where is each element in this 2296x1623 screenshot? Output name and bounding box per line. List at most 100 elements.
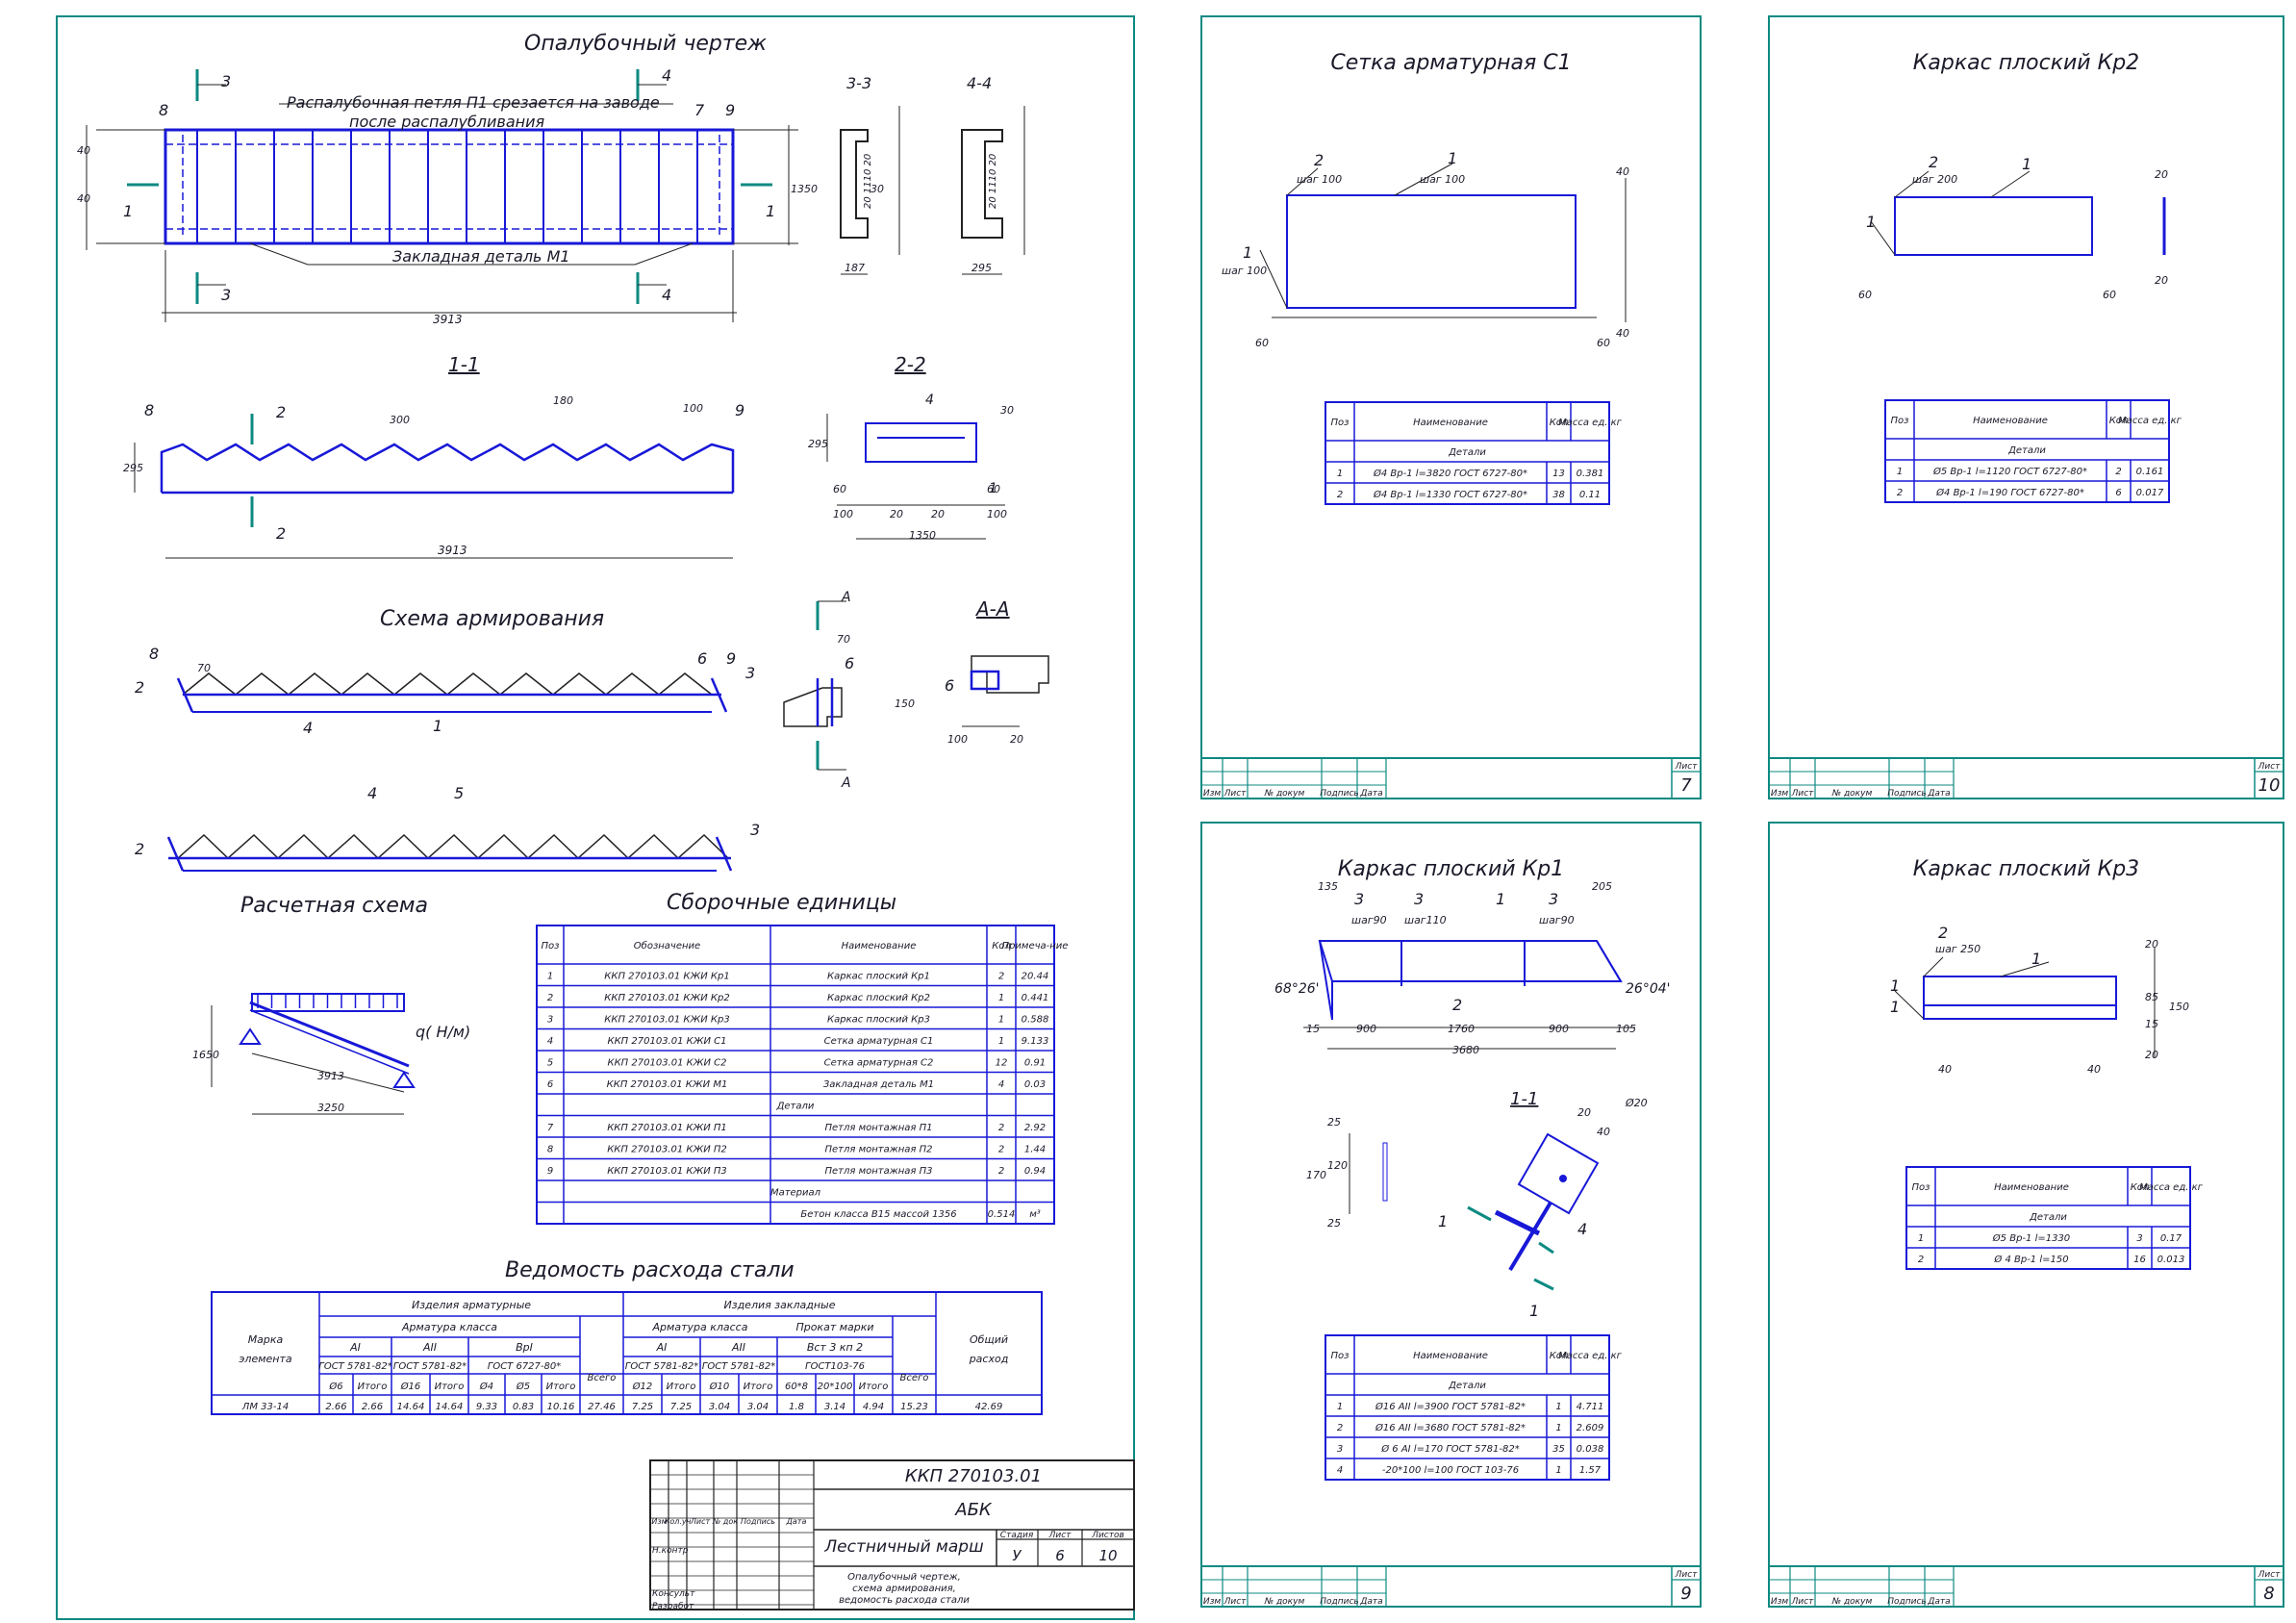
- kr1-dim-3680: 3680: [1452, 1044, 1479, 1056]
- steel-value: 10.16: [547, 1402, 575, 1412]
- table-cell: 0.013: [2157, 1255, 2185, 1265]
- kr1-angle-1: 68°26': [1274, 981, 1319, 997]
- dim-2-2-100b: 100: [987, 508, 1007, 520]
- steel-g3: ГОСТ 6727-80*: [488, 1361, 562, 1372]
- steel-value: 2.66: [325, 1402, 346, 1412]
- stamp-name: Лестничный марш: [823, 1537, 983, 1557]
- plan-dim-40b: 40: [77, 144, 90, 157]
- steel-c-aii2: AII: [731, 1341, 745, 1354]
- kr3-dim-20: 20: [2145, 938, 2158, 951]
- steel-sub: Итого: [435, 1382, 465, 1392]
- section-1-1-drawing: [134, 414, 735, 559]
- small-sheet-frame: [1768, 15, 2284, 799]
- kr2-mark-1-left: 1: [1866, 213, 1876, 231]
- section-1-1-title: 1-1: [448, 353, 480, 376]
- table-cell: 4: [547, 1036, 553, 1047]
- kr1-dim-15: 15: [1306, 1023, 1320, 1035]
- steel-value: 1.8: [789, 1402, 804, 1412]
- plan-width: 1350: [791, 183, 818, 195]
- reinf2-mark-5: 5: [454, 784, 464, 802]
- table-border: [1325, 401, 1610, 505]
- table-cell: Наименование: [1973, 416, 2048, 426]
- table-cell: 1: [1337, 1402, 1343, 1412]
- small-stamp-col: Лист: [1791, 789, 1815, 799]
- calc-scheme: [211, 993, 416, 1115]
- stair-profile: [160, 443, 735, 493]
- kr1-drawing: [1303, 940, 1635, 1291]
- table-cell: 4: [998, 1079, 1004, 1090]
- table-cell: Поз: [1891, 416, 1909, 426]
- calc-dim-1650: 1650: [192, 1049, 219, 1061]
- stamp-sheet-h: Лист: [1048, 1531, 1072, 1540]
- formwork-title: Опалубочный чертеж: [524, 32, 767, 56]
- mark-3-top: 3: [221, 72, 231, 90]
- reinf-zigzag-2: [177, 833, 729, 860]
- stamp-razrab: Разработ: [652, 1602, 694, 1611]
- steel-g5: ГОСТ 5781-82*: [702, 1361, 776, 1372]
- table-cell: 1: [998, 1014, 1004, 1025]
- table-cell: 2: [998, 971, 1004, 981]
- reinf-mark-4: 4: [303, 719, 313, 737]
- kr1-dim-135: 135: [1318, 880, 1338, 893]
- table-section: Детали: [776, 1101, 815, 1111]
- c1-dim-40b: 40: [1616, 327, 1629, 340]
- kr1-dim-170: 170: [1306, 1169, 1326, 1181]
- small-stamp-number: 8: [2263, 1584, 2274, 1604]
- table-cell: Поз: [1331, 1351, 1350, 1361]
- kr3-dim-15: 15: [2145, 1018, 2158, 1030]
- table-cell: 0.588: [1022, 1014, 1049, 1025]
- table-cell: 2: [998, 1166, 1004, 1177]
- stamp-code: ККП 270103.01: [905, 1466, 1042, 1486]
- table-cell: Ø4 Вр-1 l=190 ГОСТ 6727-80*: [1935, 487, 2084, 498]
- steel-sub: Ø4: [479, 1381, 493, 1392]
- steel-value: 14.64: [397, 1402, 425, 1412]
- reinf2-mark-2: 2: [135, 840, 144, 858]
- kr3-dim-40b: 40: [2087, 1063, 2101, 1076]
- kr1-pitch-1: шаг90: [1351, 914, 1387, 926]
- table-cell: Наименование: [842, 941, 917, 951]
- c1-mark-1-top: 1: [1448, 149, 1457, 167]
- dim-30: 30: [870, 183, 884, 195]
- stamp-desc-1: Опалубочный чертеж,: [847, 1571, 961, 1583]
- calc-title: Расчетная схема: [240, 894, 428, 918]
- table-cell: 2: [1918, 1255, 1924, 1265]
- small-stamp-col: № докум: [1264, 1597, 1305, 1607]
- table-cell: ККП 270103.01 КЖИ С2: [607, 1057, 726, 1068]
- dim-2-2-100: 100: [833, 508, 853, 520]
- table-cell: 4: [1337, 1465, 1343, 1476]
- small-stamp-col: Дата: [1359, 789, 1382, 799]
- kr1-dim-205: 205: [1592, 880, 1612, 893]
- reinf-mark-2: 2: [135, 678, 144, 697]
- small-stamp-col: Изм: [1771, 1597, 1789, 1607]
- table-cell: Обозначение: [634, 940, 700, 951]
- table-cell: 0.514: [988, 1209, 1016, 1220]
- steel-border: [211, 1291, 1043, 1415]
- small-stamp-list: Лист: [1675, 762, 1699, 772]
- dim-3-3-mid: 20 1110 20: [863, 154, 873, 209]
- steel-total: Всего: [588, 1373, 617, 1383]
- node-mark-A-bot: А: [841, 775, 851, 791]
- c1-pitch-1: шаг 100: [1420, 173, 1465, 186]
- small-stamp-number: 10: [2258, 775, 2281, 796]
- kr1-mark-3b: 3: [1414, 890, 1424, 908]
- steel-sub: 60*8: [785, 1382, 808, 1392]
- table-section: Детали: [1448, 1381, 1486, 1391]
- table-cell: -20*100 l=100 ГОСТ 103-76: [1382, 1465, 1519, 1476]
- kr3-drawing: [1894, 948, 2156, 1058]
- steel-g1: ГОСТ 5781-82*: [318, 1361, 392, 1372]
- kr1-dim-105: 105: [1616, 1023, 1636, 1035]
- table-cell: ККП 270103.01 КЖИ М1: [607, 1079, 728, 1090]
- mark-7: 7: [694, 101, 705, 119]
- kr1-node-mark-1b: 1: [1529, 1302, 1539, 1320]
- table-cell: 2: [1337, 1423, 1343, 1433]
- table-cell: Ø 4 Вр-1 l=150: [1993, 1254, 2068, 1265]
- c1-mark-1-left: 1: [1243, 243, 1252, 262]
- loop-note: Распалубочная петля П1 срезается на заво…: [287, 93, 660, 112]
- steel-h-emb: Изделия закладные: [724, 1299, 836, 1311]
- dim-2-2-295: 295: [808, 438, 828, 450]
- table-cell: 0.94: [1024, 1166, 1046, 1177]
- mark-9: 9: [725, 101, 735, 119]
